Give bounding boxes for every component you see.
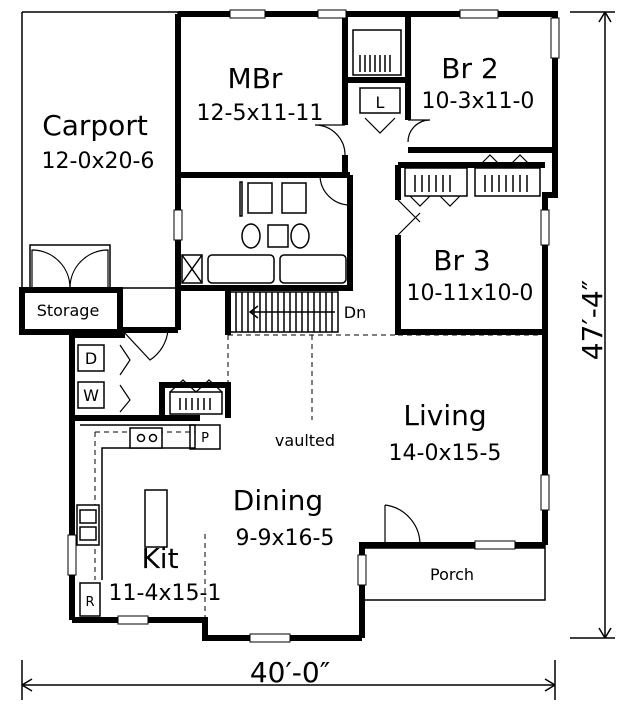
br2-name: Br 2: [441, 52, 498, 85]
dining-name: Dining: [233, 484, 323, 517]
living-size: 14-0x15-5: [389, 441, 502, 466]
windows: [67, 9, 560, 643]
interior-walls: [72, 14, 555, 421]
carport-size: 12-0x20-6: [42, 149, 155, 174]
doors: [119, 117, 431, 548]
linen-closet: [359, 87, 401, 114]
porch-name: Porch: [430, 565, 474, 584]
dryer-label: D: [85, 349, 97, 368]
dimension-width: [21, 660, 556, 700]
washer-label: W: [83, 386, 99, 405]
refrigerator-label: R: [85, 595, 94, 610]
dining-size: 9-9x16-5: [236, 526, 335, 551]
br3-size: 10-11x10-0: [407, 281, 534, 306]
hall-closet: [169, 379, 223, 415]
br2-size: 10-3x11-0: [422, 89, 535, 114]
carport-double-door: [29, 244, 111, 291]
kitchen-fixtures: [76, 424, 221, 617]
vaulted-outline: [204, 334, 545, 620]
dimension-depth: [570, 11, 615, 639]
kitchen-size: 11-4x15-1: [109, 581, 222, 606]
stairs-down-label: Dn: [344, 303, 366, 322]
carport-outline: [21, 11, 179, 330]
stairs: [229, 291, 339, 333]
laundry-appliances: [77, 344, 105, 409]
kitchen-name: Kit: [141, 542, 178, 575]
carport-name: Carport: [42, 109, 148, 142]
linen-label: L: [376, 93, 385, 112]
bathroom-fixtures: [181, 181, 347, 284]
br3-closet: [404, 167, 468, 207]
pantry-label: P: [201, 431, 209, 446]
living-name: Living: [403, 399, 486, 432]
br2-closet: [474, 154, 541, 197]
mbr-size: 12-5x11-11: [197, 101, 324, 126]
mbr-closet-shelving: [352, 29, 402, 76]
width-dimension-label: 40′-0″: [250, 656, 330, 689]
porch: [361, 545, 546, 638]
vaulted-label: vaulted: [275, 431, 335, 450]
storage-name: Storage: [37, 301, 100, 320]
br3-name: Br 3: [433, 244, 490, 277]
mbr-name: MBr: [228, 62, 283, 95]
depth-dimension-label: 47′-4″: [576, 280, 609, 360]
